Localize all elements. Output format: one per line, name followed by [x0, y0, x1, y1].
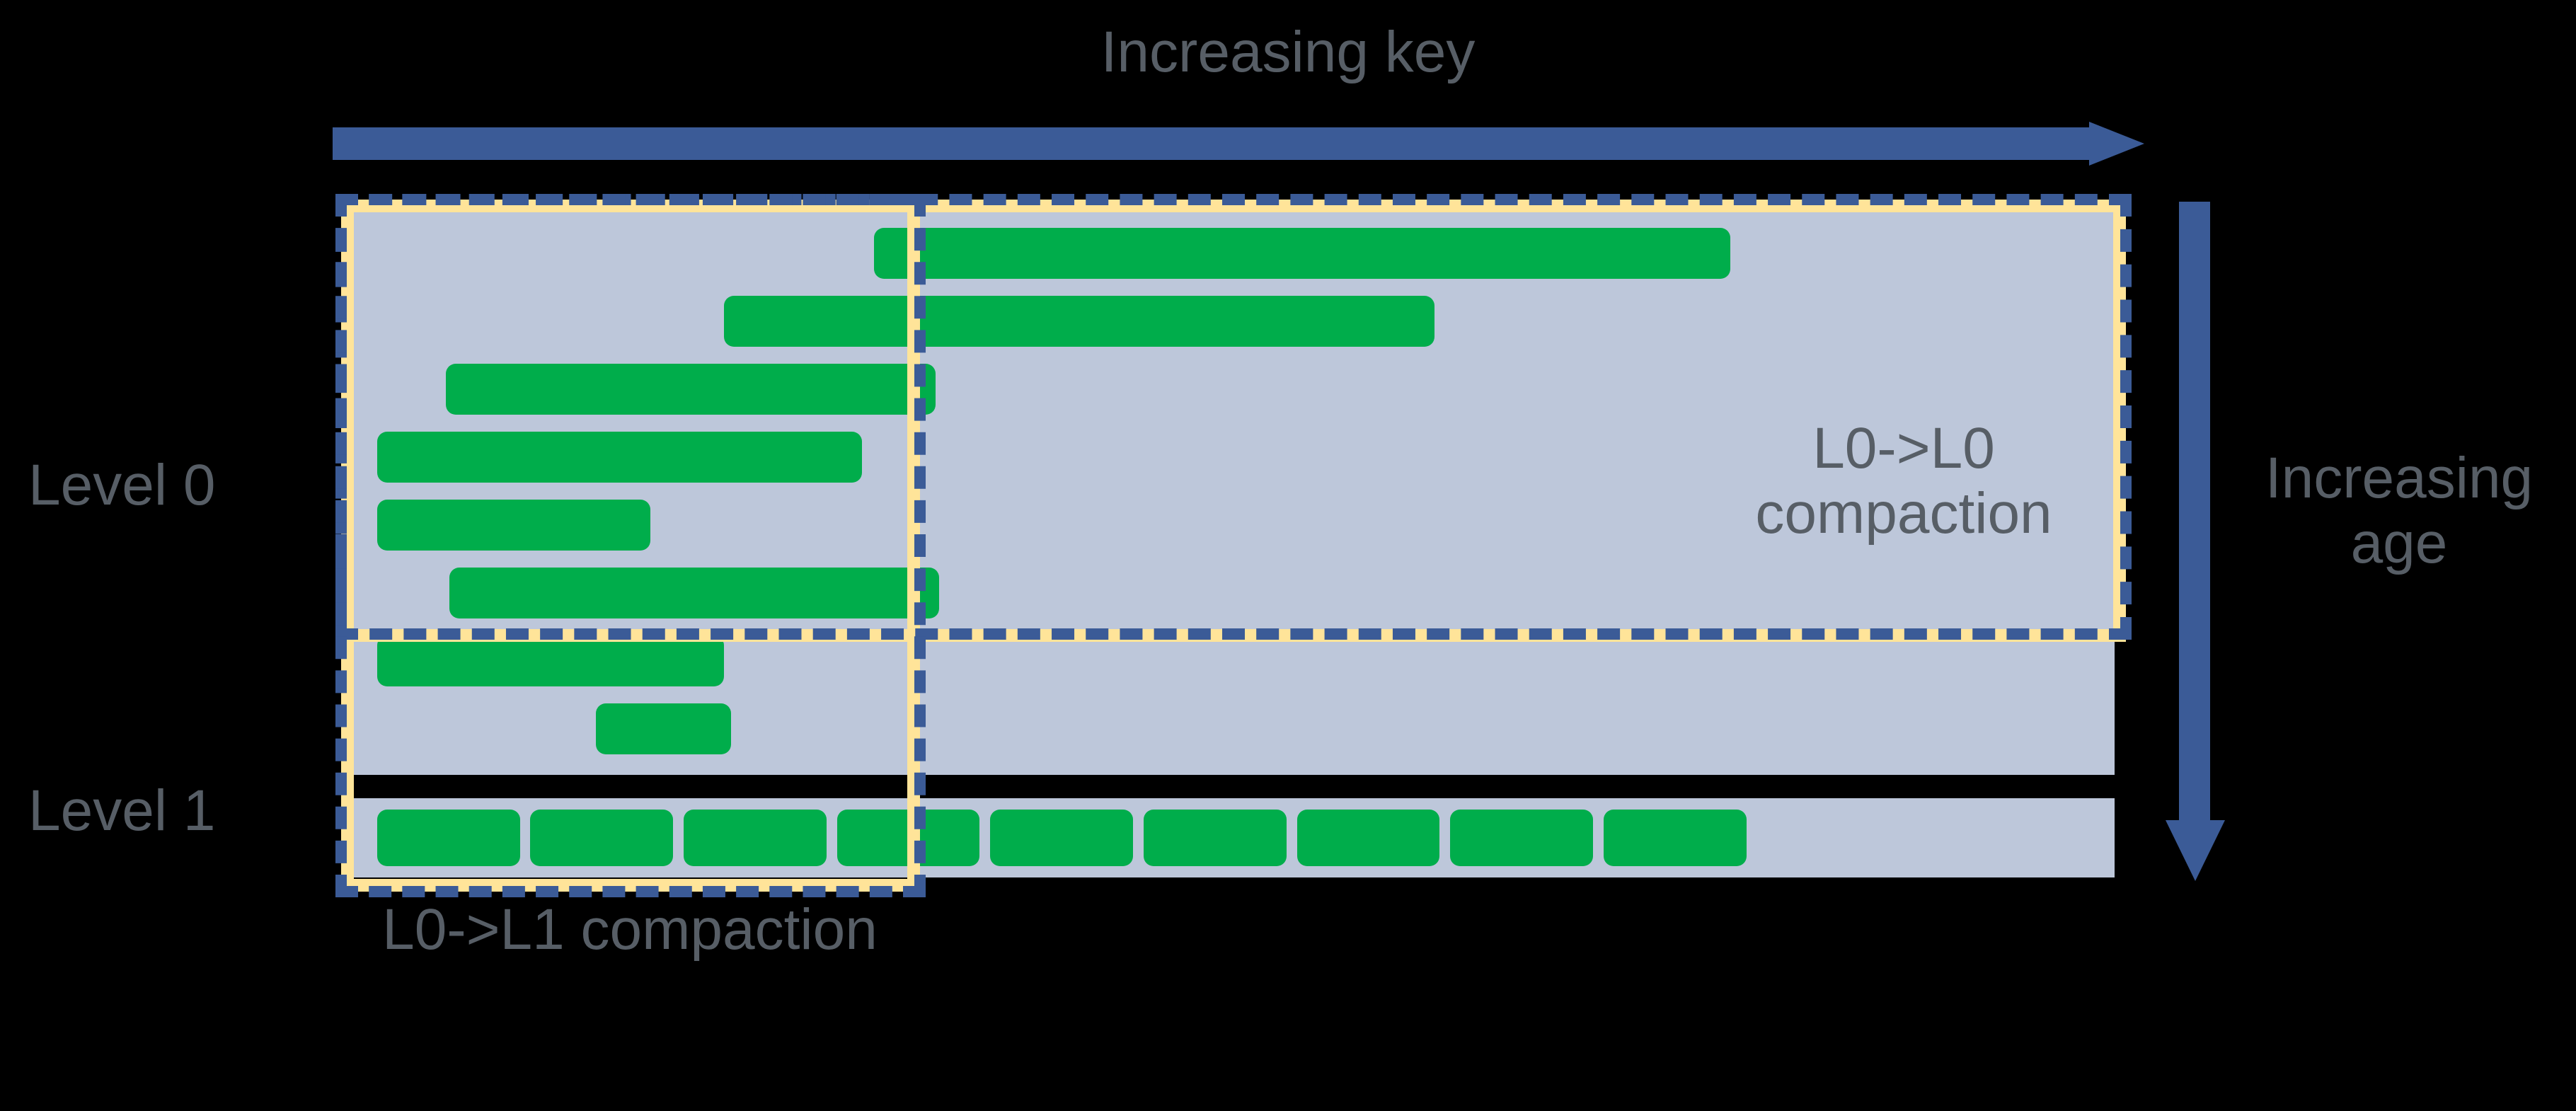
arrow-head-down-icon [2166, 820, 2225, 881]
sstable-level0[interactable] [445, 364, 936, 415]
sstable-level1[interactable] [1603, 810, 1747, 866]
sstable-level0[interactable] [449, 568, 940, 618]
increasing-age-label: Increasing age [2265, 446, 2534, 575]
l0-to-l1-compaction-label: L0->L1 compaction [382, 897, 878, 962]
l0-to-l1-selection-box[interactable] [335, 194, 926, 897]
sstable-level1[interactable] [530, 810, 674, 866]
sstable-level0[interactable] [376, 432, 862, 483]
level-1-label: Level 1 [28, 778, 216, 843]
sstable-level0[interactable] [724, 296, 1434, 347]
increasing-age-arrow [2166, 202, 2225, 881]
l0-to-l0-compaction-label: L0->L0 compaction [1755, 416, 2052, 546]
sstable-level1[interactable] [1450, 810, 1593, 866]
sstable-level0[interactable] [595, 703, 732, 754]
level-0-label: Level 0 [28, 453, 216, 517]
sstable-level0[interactable] [376, 500, 650, 551]
sstable-level1[interactable] [1296, 810, 1440, 866]
sstable-level1[interactable] [684, 810, 827, 866]
level-separator [352, 775, 2115, 798]
sstable-level0[interactable] [874, 228, 1731, 279]
sstable-level0[interactable] [376, 635, 725, 686]
arrow-shaft [2179, 202, 2210, 824]
increasing-key-title: Increasing key [1100, 20, 1476, 84]
arrow-shaft [333, 127, 2095, 160]
sstable-level1[interactable] [376, 810, 520, 866]
increasing-key-arrow [333, 122, 2144, 166]
sstable-level1[interactable] [1144, 810, 1287, 866]
arrow-head-right-icon [2089, 122, 2144, 166]
sstable-level1[interactable] [990, 810, 1134, 866]
